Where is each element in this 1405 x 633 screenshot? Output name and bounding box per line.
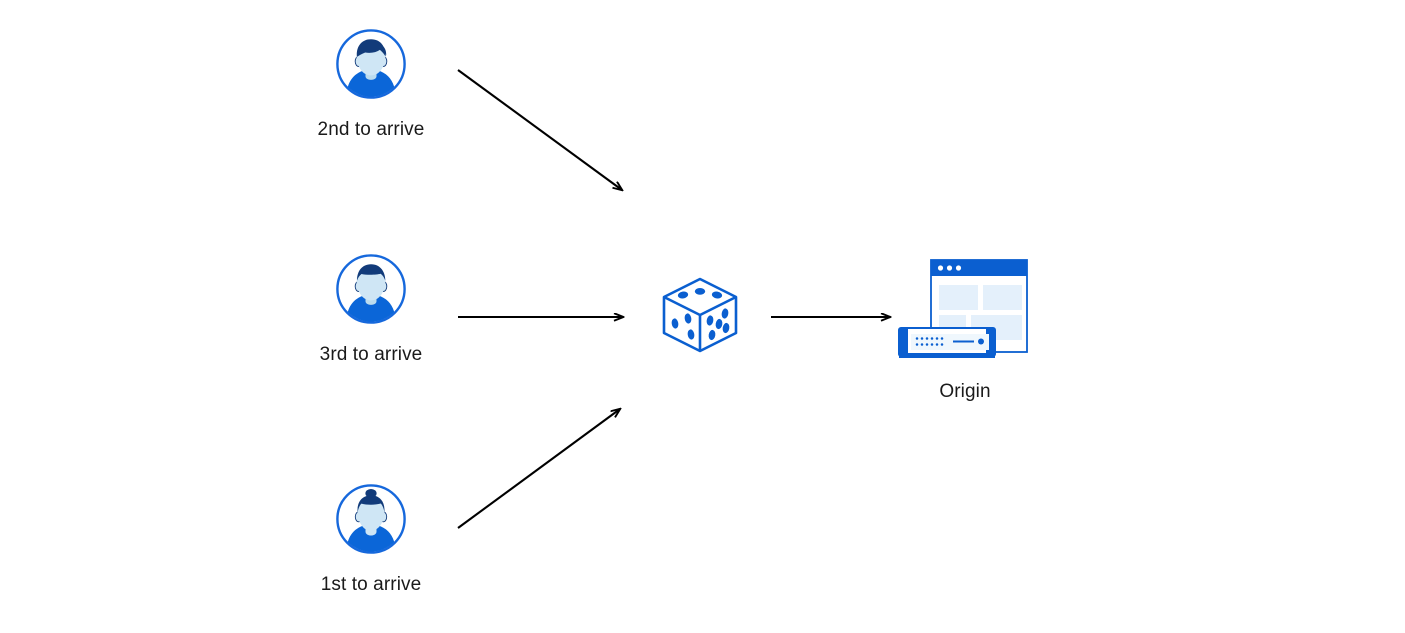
- node-randomizer[interactable]: [657, 272, 743, 358]
- arrow-user-bottom-to-dice: [457, 409, 620, 529]
- node-user-top[interactable]: 2nd to arrive: [271, 28, 471, 142]
- origin-server-browser-icon: [895, 258, 1035, 368]
- arrow-user-top-to-dice: [457, 69, 622, 190]
- node-user-bottom-label: 1st to arrive: [320, 574, 422, 595]
- user-avatar-short-hair-icon: [335, 28, 407, 100]
- node-user-bottom[interactable]: 1st to arrive: [271, 483, 471, 597]
- node-origin[interactable]: Origin: [895, 258, 1035, 404]
- node-user-top-label: 2nd to arrive: [317, 119, 425, 140]
- dice-icon: [657, 272, 743, 358]
- server-appliance: [898, 327, 996, 358]
- node-user-middle-label: 3rd to arrive: [319, 344, 423, 365]
- node-origin-label: Origin: [939, 381, 991, 402]
- node-user-middle[interactable]: 3rd to arrive: [271, 253, 471, 367]
- user-avatar-bun-hair-icon: [335, 483, 407, 555]
- user-avatar-short-hair-icon: [335, 253, 407, 325]
